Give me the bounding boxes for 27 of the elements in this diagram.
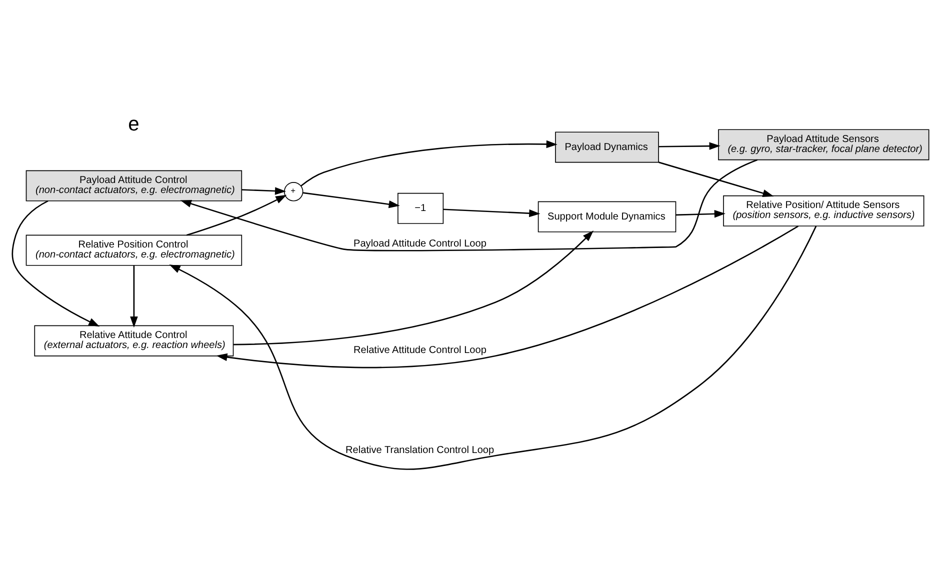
edge-label: Payload Attitude Control Loop bbox=[354, 238, 486, 250]
arrow bbox=[216, 226, 799, 368]
label: e bbox=[128, 114, 140, 136]
arrow bbox=[186, 194, 287, 236]
node-box: Relative Attitude Control (external actuators, e.g. reaction wheels) bbox=[34, 325, 234, 356]
node-box: Payload Attitude Control (non-contact actuators, e.g. electromagnetic) bbox=[26, 170, 242, 202]
arrow bbox=[12, 200, 100, 327]
arrow bbox=[300, 140, 558, 187]
arrow bbox=[130, 266, 138, 328]
arrow bbox=[242, 187, 286, 195]
edge-label: Relative Translation Control Loop bbox=[346, 444, 494, 456]
arrow bbox=[658, 162, 774, 197]
arrow bbox=[676, 210, 726, 218]
node-box: Support Module Dynamics bbox=[538, 201, 676, 232]
node-box: Relative Position/ Attitude Sensors (position sensors, e.g. inductive sensors) bbox=[723, 195, 924, 226]
arrow bbox=[302, 192, 400, 208]
node-box: Payload Dynamics bbox=[555, 132, 659, 163]
node-box: Relative Position Control (non-contact actuators, e.g. electromagnetic) bbox=[26, 234, 242, 266]
edge-label: Relative Attitude Control Loop bbox=[354, 345, 486, 356]
node-box: −1 bbox=[398, 192, 444, 224]
node-circle: + bbox=[284, 182, 304, 202]
arrow bbox=[169, 226, 817, 470]
arrow bbox=[234, 230, 594, 346]
node-box: Payload Attitude Sensors (e.g. gyro, star-tracker, focal plane detector) bbox=[718, 129, 930, 160]
arrow bbox=[658, 142, 720, 150]
arrow bbox=[180, 159, 758, 252]
arrow bbox=[443, 208, 540, 218]
